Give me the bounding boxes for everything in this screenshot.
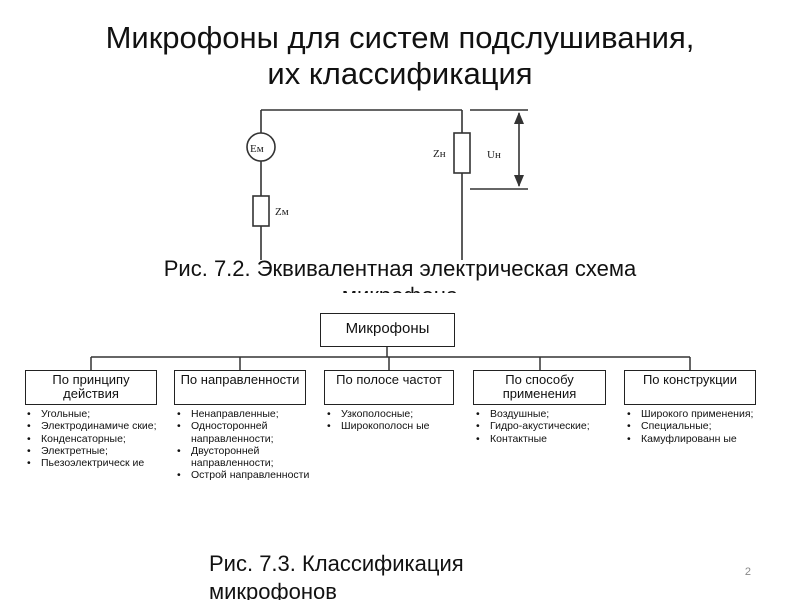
list-item: Угольные; — [24, 408, 159, 421]
list-item: Односторонней направленности; — [174, 420, 314, 445]
mic-impedance-resistor — [252, 195, 270, 227]
list-item: Электретные; — [24, 445, 159, 458]
figure-caption-7-2-line-2: микрофона — [0, 282, 800, 293]
list-item: Острой направленности — [174, 469, 314, 482]
category-list-principle: Угольные; Электродинамиче ские; Конденса… — [24, 408, 159, 470]
list-item: Контактные — [473, 433, 603, 446]
figure-caption-7-3-line-1: Рис. 7.3. Классификация — [209, 551, 464, 576]
category-box-directivity: По направленности — [174, 370, 306, 405]
voltage-arrow-head-down — [514, 175, 524, 187]
list-item: Электродинамиче ские; — [24, 420, 159, 433]
category-box-construction: По конструкции — [624, 370, 756, 405]
slide-title-line-1: Микрофоны для систем подслушивания, — [105, 20, 695, 55]
figure-caption-7-3: Рис. 7.3. Классификация микрофонов — [209, 550, 464, 600]
mic-impedance-label: Zм — [275, 206, 289, 218]
list-item: Узкополосные; — [324, 408, 454, 421]
list-item: Ненаправленные; — [174, 408, 314, 421]
figure-caption-7-3-line-2: микрофонов — [209, 579, 337, 600]
list-item: Камуфлированн ые — [624, 433, 754, 446]
load-impedance-resistor — [453, 132, 471, 174]
category-list-frequency-band: Узкополосные; Широкополосн ые — [324, 408, 454, 433]
list-item: Широкополосн ые — [324, 420, 454, 433]
category-box-principle: По принципу действия — [25, 370, 157, 405]
slide-title-line-2: их классификация — [267, 56, 533, 91]
list-item: Воздушные; — [473, 408, 603, 421]
source-label: Eм — [250, 143, 264, 155]
figure-caption-7-2-line-1: Рис. 7.2. Эквивалентная электрическая сх… — [163, 256, 637, 281]
slide-title: Микрофоны для систем подслушивания, их к… — [0, 20, 800, 92]
voltage-arrow-head-up — [514, 112, 524, 124]
list-item: Специальные; — [624, 420, 754, 433]
list-item: Широкого применения; — [624, 408, 754, 421]
figure-caption-7-2: Рис. 7.2. Эквивалентная электрическая сх… — [0, 255, 800, 293]
list-item: Пьезоэлектрическ ие — [24, 457, 159, 470]
classification-connectors — [90, 347, 691, 370]
source-symbol — [246, 132, 276, 162]
category-box-application: По способу применения — [473, 370, 606, 405]
list-item: Двусторонней направленности; — [174, 445, 314, 470]
voltage-label: Uн — [487, 149, 501, 161]
load-impedance-label: Zн — [433, 148, 446, 160]
category-box-frequency-band: По полосе частот — [324, 370, 454, 405]
list-item: Гидро-акустические; — [473, 420, 603, 433]
page-number: 2 — [744, 566, 751, 578]
equivalent-circuit-diagram: Eм Zм Zн Uн — [246, 109, 528, 260]
list-item: Конденсаторные; — [24, 433, 159, 446]
category-list-application: Воздушные; Гидро-акустические; Контактны… — [473, 408, 603, 445]
category-list-directivity: Ненаправленные; Односторонней направленн… — [174, 408, 314, 482]
classification-root-box: Микрофоны — [320, 313, 455, 347]
category-list-construction: Широкого применения; Специальные; Камуфл… — [624, 408, 754, 445]
